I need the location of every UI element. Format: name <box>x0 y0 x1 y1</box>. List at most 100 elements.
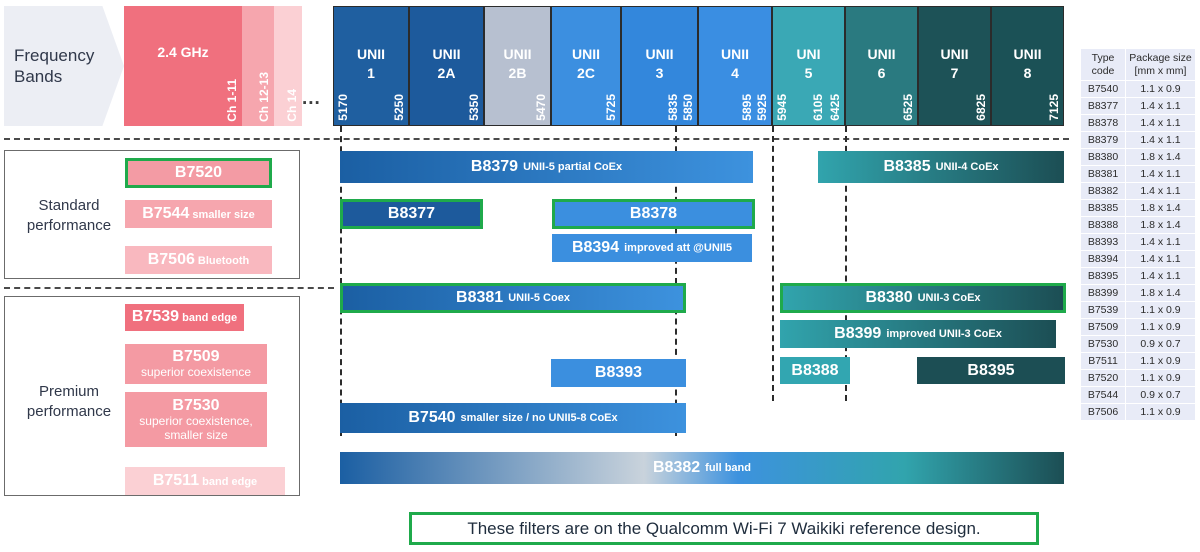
band-frequency-edge: 5725 <box>604 94 618 121</box>
part-chip-b7539[interactable]: B7539 band edge <box>125 304 244 331</box>
filter-bar-note: UNII-3 CoEx <box>917 292 981 304</box>
filter-bar-b8393[interactable]: B8393 <box>551 359 686 387</box>
part-chip-note: superior coexistence <box>140 365 252 380</box>
table-cell-type-code: B8393 <box>1080 233 1126 252</box>
horizontal-dashed-separator <box>4 287 334 289</box>
band-unii-title: UNII <box>940 46 969 62</box>
table-cell-type-code: B8378 <box>1080 114 1126 133</box>
part-chip-name: B7539 <box>131 308 180 326</box>
table-cell-type-code: B7530 <box>1080 335 1126 354</box>
part-chip-content: B7511 band edge <box>153 472 257 490</box>
table-cell-type-code: B7540 <box>1080 80 1126 99</box>
filter-bar-name: B8380 <box>865 289 913 306</box>
band-frequency-edge: 5895 <box>740 94 754 121</box>
filter-bar-note: UNII-5 Coex <box>508 292 570 304</box>
table-cell-type-code: B7511 <box>1080 352 1126 371</box>
table-cell-type-code: B8377 <box>1080 97 1126 116</box>
band-frequency-edge: 6105 <box>811 94 825 121</box>
band-unii-title: UNII <box>1013 46 1042 62</box>
band-unii-number: 1 <box>367 64 375 81</box>
group-title-line: performance <box>26 216 112 234</box>
table-cell-package-size: 1.4 x 1.1 <box>1125 165 1196 184</box>
filter-bar-b8395[interactable]: B8395 <box>917 357 1065 384</box>
band-frequency-edge: 5850 <box>681 94 695 121</box>
table-cell-package-size: 1.1 x 0.9 <box>1125 403 1196 422</box>
part-chip-b7511[interactable]: B7511 band edge <box>125 467 285 495</box>
band-unii-number: 4 <box>731 64 739 81</box>
part-chip-name: B7544 <box>142 204 190 222</box>
filter-bar-b8377[interactable]: B8377 <box>340 199 483 229</box>
part-chip-name: B7511 <box>152 471 200 489</box>
band-24ghz-channel-label: Ch 12-13 <box>257 71 271 122</box>
table-cell-type-code: B7506 <box>1080 403 1126 422</box>
ellipsis-text: ... <box>302 88 321 109</box>
part-chip-note: superior coexistence, <box>139 413 253 428</box>
vertical-dashed-guide <box>340 126 342 436</box>
table-cell-type-code: B8385 <box>1080 199 1126 218</box>
frequency-bands-label: Frequency Bands <box>4 6 124 126</box>
band-unii-number: 2A <box>437 64 456 81</box>
part-chip-note: band edge <box>179 312 238 325</box>
band-unii-title: UNII <box>572 46 600 62</box>
table-cell-type-code: B8380 <box>1080 148 1126 167</box>
filter-bar-b8388[interactable]: B8388 <box>780 357 850 384</box>
table-cell-type-code: B7544 <box>1080 386 1126 405</box>
band-frequency-edge: 5925 <box>755 94 769 121</box>
filter-bar-name: B8394 <box>571 239 620 256</box>
band-unii-number: 8 <box>1023 64 1032 81</box>
table-cell-type-code: B8379 <box>1080 131 1126 150</box>
filter-bar-note: improved UNII-3 CoEx <box>886 328 1002 340</box>
band-24ghz-block: 2.4 GHz Ch 1-11 <box>124 6 242 126</box>
table-cell-type-code: B7539 <box>1080 301 1126 320</box>
table-cell-package-size: 0.9 x 0.7 <box>1125 335 1196 354</box>
table-cell-type-code: B8395 <box>1080 267 1126 286</box>
part-chip-b7544[interactable]: B7544 smaller size <box>125 200 272 228</box>
part-chip-b7506[interactable]: B7506 Bluetooth <box>125 246 272 274</box>
band-frequency-edge: 5835 <box>666 94 680 121</box>
part-chip-b7520[interactable]: B7520 <box>125 158 272 188</box>
filter-bar-b8380[interactable]: B8380 UNII-3 CoEx <box>780 283 1066 313</box>
group-title-line: performance <box>26 402 112 420</box>
table-cell-type-code: B8388 <box>1080 216 1126 235</box>
band-24ghz-block: Ch 14 <box>274 6 302 126</box>
filter-bar-b8378[interactable]: B8378 <box>552 199 755 229</box>
filter-bar-name: B8395 <box>967 361 1015 379</box>
frequency-bands-label-text: Frequency Bands <box>14 45 95 86</box>
part-chip-name: B7520 <box>174 163 223 181</box>
part-chip-content: B7539 band edge <box>132 308 237 326</box>
band-24ghz-channel-label: Ch 1-11 <box>225 79 239 122</box>
vertical-dashed-guide <box>772 126 774 401</box>
part-chip-content: B7520 <box>175 164 222 182</box>
band-24ghz-name: 2.4 GHz <box>157 44 209 60</box>
table-cell-package-size: 1.4 x 1.1 <box>1125 97 1196 116</box>
band-unii-title: UNII <box>867 46 896 62</box>
band-24ghz-block: Ch 12-13 <box>242 6 274 126</box>
band-frequency-edge: 5350 <box>467 94 481 121</box>
